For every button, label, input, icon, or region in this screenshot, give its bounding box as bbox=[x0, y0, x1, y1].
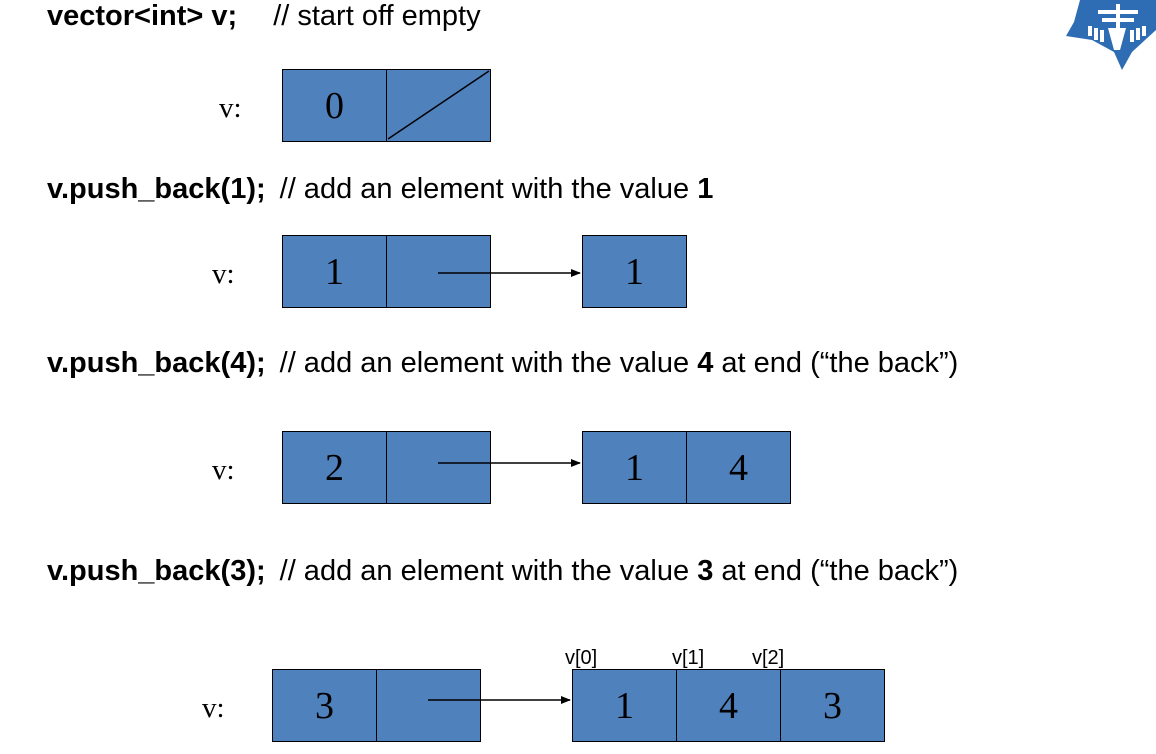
comment-3-text: // add an element with the value bbox=[279, 347, 698, 379]
pointer-cell-3 bbox=[386, 431, 491, 504]
comment-3-value: 4 bbox=[697, 347, 714, 379]
pointer-cell-4 bbox=[376, 669, 481, 742]
v-label-2: v: bbox=[212, 258, 235, 290]
comment-2-text: // add an element with the value bbox=[279, 173, 698, 205]
size-cell-4: 3 bbox=[272, 669, 377, 742]
comment-2-value: 1 bbox=[697, 173, 714, 205]
code-line-3: v.push_back(4); // add an element with th… bbox=[47, 349, 958, 378]
element-cell-4-2: 3 bbox=[780, 669, 885, 742]
size-cell-1: 0 bbox=[282, 69, 387, 142]
code-push-back-1: v.push_back(1); bbox=[47, 173, 266, 205]
comment-4-value: 3 bbox=[697, 555, 714, 587]
comment-1: // start off empty bbox=[273, 0, 481, 32]
code-line-4: v.push_back(3); // add an element with th… bbox=[47, 557, 958, 586]
code-push-back-4: v.push_back(4); bbox=[47, 347, 266, 379]
index-label-0: v[0] bbox=[565, 647, 598, 669]
size-cell-3: 2 bbox=[282, 431, 387, 504]
university-logo bbox=[1062, 0, 1156, 75]
comment-4-text: // add an element with the value bbox=[279, 555, 698, 587]
comment-3-suffix: at end (“the back”) bbox=[713, 347, 959, 379]
v-label-1: v: bbox=[219, 92, 242, 124]
element-cell-4-0: 1 bbox=[572, 669, 677, 742]
comment-2: // add an element with the value 1 bbox=[280, 173, 714, 205]
code-push-back-3: v.push_back(3); bbox=[47, 555, 266, 587]
element-cell-3-0: 1 bbox=[582, 431, 687, 504]
pointer-cell-2 bbox=[386, 235, 491, 308]
index-label-1: v[1] bbox=[672, 647, 705, 669]
code-declaration: vector<int> v; bbox=[47, 0, 238, 32]
size-cell-2: 1 bbox=[282, 235, 387, 308]
comment-4: // add an element with the value 3 at en… bbox=[280, 555, 959, 587]
code-line-1: vector<int> v; // start off empty bbox=[47, 2, 481, 31]
v-label-4: v: bbox=[202, 692, 225, 724]
element-cell-3-1: 4 bbox=[686, 431, 791, 504]
comment-3: // add an element with the value 4 at en… bbox=[280, 347, 959, 379]
element-cell-4-1: 4 bbox=[676, 669, 781, 742]
code-line-2: v.push_back(1); // add an element with th… bbox=[47, 175, 713, 204]
comment-4-suffix: at end (“the back”) bbox=[713, 555, 959, 587]
v-label-3: v: bbox=[212, 454, 235, 486]
index-label-2: v[2] bbox=[752, 647, 785, 669]
element-cell-2-0: 1 bbox=[582, 235, 687, 308]
null-pointer-slash bbox=[387, 70, 490, 140]
